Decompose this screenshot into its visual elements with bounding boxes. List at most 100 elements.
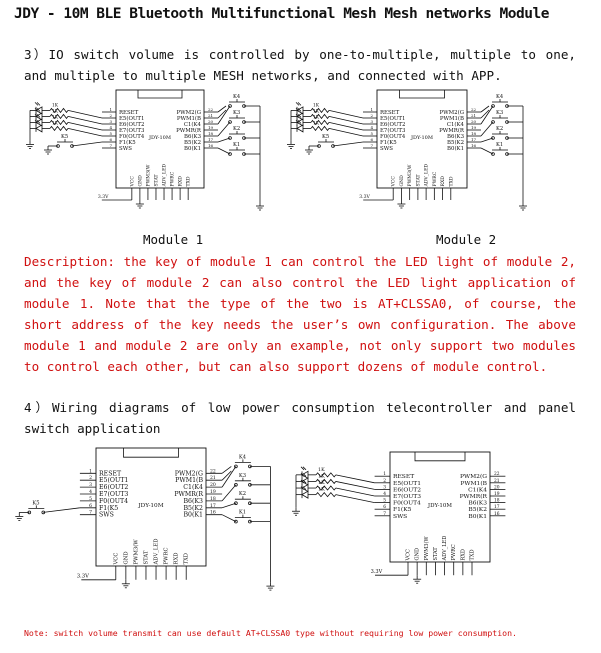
led-ray <box>300 473 305 477</box>
pin-number: 6 <box>370 137 373 142</box>
pin-number: 1 <box>89 468 92 474</box>
key-label: K2 <box>233 126 240 132</box>
right-pin-label: B5(K2 <box>468 506 487 513</box>
pin-number: 2 <box>109 113 112 118</box>
bottom-pin-label: PWM3(W <box>423 536 430 561</box>
left-pin-label: E7(OUT3 <box>119 127 145 134</box>
module-2-schematic: JDY-10MRESET1E5(OUT12E6(OUT23E7(OUT34F0(… <box>287 89 527 211</box>
pin-number: 2 <box>89 475 92 481</box>
bottom-pin-label: PWRC <box>451 544 457 560</box>
led-diode <box>296 124 304 133</box>
bottom-pin-label: ADV_LED <box>154 538 160 565</box>
key-contact <box>491 152 495 156</box>
key-contact <box>234 519 238 524</box>
left-pin-label: E6(OUT2 <box>393 486 421 493</box>
pin-number: 16 <box>208 143 214 148</box>
resistor-label: 1K <box>52 103 59 108</box>
led-ray <box>300 479 305 484</box>
pin-number: 4 <box>383 492 386 497</box>
pin-number: 17 <box>494 505 500 510</box>
led-ray <box>34 120 39 124</box>
led-ray <box>302 473 307 477</box>
pin-wire <box>221 466 232 474</box>
left-pin-label: F0(OUT4 <box>380 133 406 140</box>
bottom-pin-label: TXD <box>184 553 190 565</box>
pin-number: 19 <box>471 125 477 130</box>
voltage-label: 3.3V <box>359 194 370 200</box>
led-wire <box>328 110 364 119</box>
bottom-pin-label: PWRC <box>164 548 170 565</box>
key-contact <box>228 136 232 140</box>
key-wire <box>221 502 237 509</box>
right-pin-label: PWM1(B <box>175 477 203 484</box>
key-wire <box>480 137 494 143</box>
key-contact <box>491 104 495 108</box>
right-pin-label: B0(K1 <box>468 513 487 520</box>
pin-number: 2 <box>383 479 386 484</box>
left-pin-label: E5(OUT1 <box>393 480 421 487</box>
key-wire <box>217 137 231 143</box>
led-ray <box>295 102 300 106</box>
bottom-pin-label: PWM3(W <box>144 164 151 186</box>
key-wire <box>217 121 231 137</box>
pin-number: 21 <box>208 113 213 118</box>
pin-number: 5 <box>383 499 386 504</box>
pin-number: 3 <box>109 119 112 124</box>
pin-wire <box>217 109 227 119</box>
bottom-pin-label: VCC <box>129 176 135 188</box>
pin-wire <box>217 105 227 113</box>
key-wire <box>221 514 237 522</box>
led-ray <box>295 108 300 112</box>
right-pin-label: C1(K4 <box>468 486 487 493</box>
left-pin-label: E6(OUT2 <box>380 121 405 128</box>
bottom-pin-label: GND <box>123 551 129 564</box>
resistor-label: 1K <box>313 103 320 108</box>
left-pin-label: RESET <box>380 110 400 116</box>
pin-number: 22 <box>208 107 214 112</box>
led-ray <box>36 120 41 124</box>
pin-number: 7 <box>383 512 386 517</box>
right-pin-label: C1(K4 <box>184 121 202 128</box>
left-pin-label: F0(OUT4 <box>119 133 145 140</box>
resistor <box>310 113 330 120</box>
left-pin-label: E7(OUT3 <box>380 127 406 134</box>
bottom-pin-label: PWRC <box>432 171 438 186</box>
pin-number: 18 <box>494 499 500 504</box>
key-label: K2 <box>496 126 503 132</box>
key-contact <box>228 120 232 124</box>
section-3-heading: 3）IO switch volume is controlled by one-… <box>24 47 576 83</box>
led-ray <box>300 486 305 490</box>
key-label: K5 <box>61 134 68 140</box>
pin-number: 20 <box>210 482 216 488</box>
bottom-pin-label: GND <box>399 175 405 187</box>
right-pin-label: PWMR(R <box>174 491 203 498</box>
antenna-area <box>137 90 183 99</box>
bottom-pin-label: ADV_LED <box>424 164 430 188</box>
left-pin-label: RESET <box>393 473 414 480</box>
pin-number: 22 <box>471 107 477 112</box>
led-wire <box>328 116 364 125</box>
pin-number: 17 <box>210 503 216 509</box>
resistor <box>315 472 337 478</box>
key-contact <box>228 152 232 156</box>
resistor <box>49 125 69 132</box>
key-label: K3 <box>239 473 246 479</box>
antenna-area <box>399 90 445 99</box>
right-pin-label: B6(K3 <box>184 133 202 140</box>
pin-number: 21 <box>494 479 500 484</box>
right-pin-label: PWM2(G <box>460 473 487 480</box>
right-pin-label: B6(K3 <box>468 500 487 507</box>
resistor-label: 1K <box>313 121 320 126</box>
led-wire <box>335 494 375 503</box>
resistor <box>49 107 69 114</box>
led-ray <box>297 102 302 106</box>
key-wire <box>221 466 237 488</box>
key-wire <box>480 105 494 125</box>
key-label: K4 <box>239 454 247 460</box>
resistor-label: 1K <box>318 480 325 486</box>
voltage-label: 3.3V <box>98 194 109 200</box>
resistor-label: 1K <box>313 115 320 120</box>
pin-number: 7 <box>109 143 112 148</box>
resistor-label: 1K <box>52 115 59 120</box>
panel-switch-schematic: JDY-10MRESET1E5(OUT12E6(OUT23E7(OUT34F0(… <box>292 451 506 584</box>
